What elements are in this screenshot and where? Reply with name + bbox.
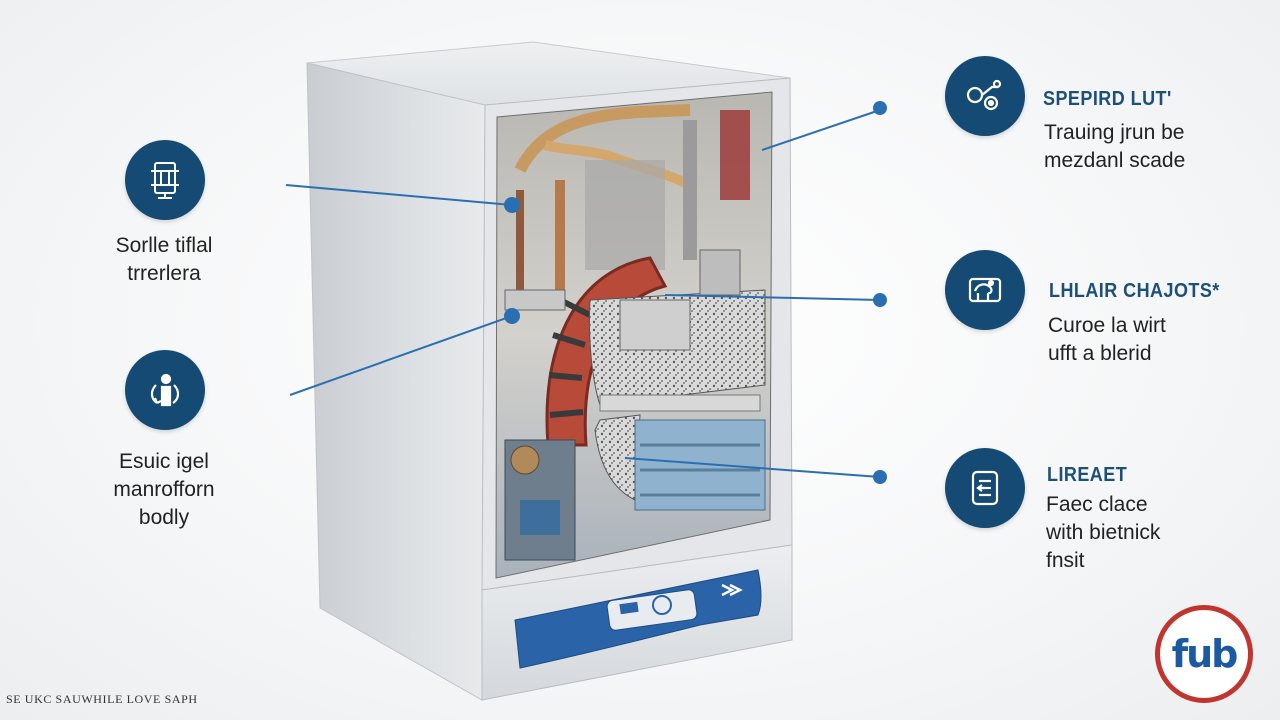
scooter-icon xyxy=(945,56,1025,136)
callout-left-2-text: Esuic igel manrofforn bodly xyxy=(113,450,215,529)
callout-right-1-title: SPEPIRD LUT' xyxy=(1043,88,1172,110)
footer-caption: SE UKC SAUWHILE LOVE SAPH xyxy=(6,692,198,706)
logo-text: fub xyxy=(1171,632,1239,676)
callout-right-2-title: LHLAIR CHAJOTS* xyxy=(1049,280,1220,302)
callout-right-3-title: LIREAET xyxy=(1047,464,1128,486)
cabinet-side xyxy=(306,62,486,701)
display-panel xyxy=(606,589,698,631)
callout-right-3-text: Faec clace with bietnick fnsit xyxy=(1046,493,1161,572)
brand-logo: fub xyxy=(1155,605,1253,703)
person-rotate-icon xyxy=(125,350,205,430)
callout-right-1-text: Trauing jrun be mezdanl scade xyxy=(1044,121,1186,172)
filter-icon xyxy=(125,140,205,220)
document-icon xyxy=(945,448,1025,528)
basket-icon xyxy=(945,250,1025,330)
callout-right-2-text: Curoe la wirt ufft a blerid xyxy=(1048,314,1166,365)
callout-left-1-text: Sorlle tiflal trrerlera xyxy=(115,234,213,285)
